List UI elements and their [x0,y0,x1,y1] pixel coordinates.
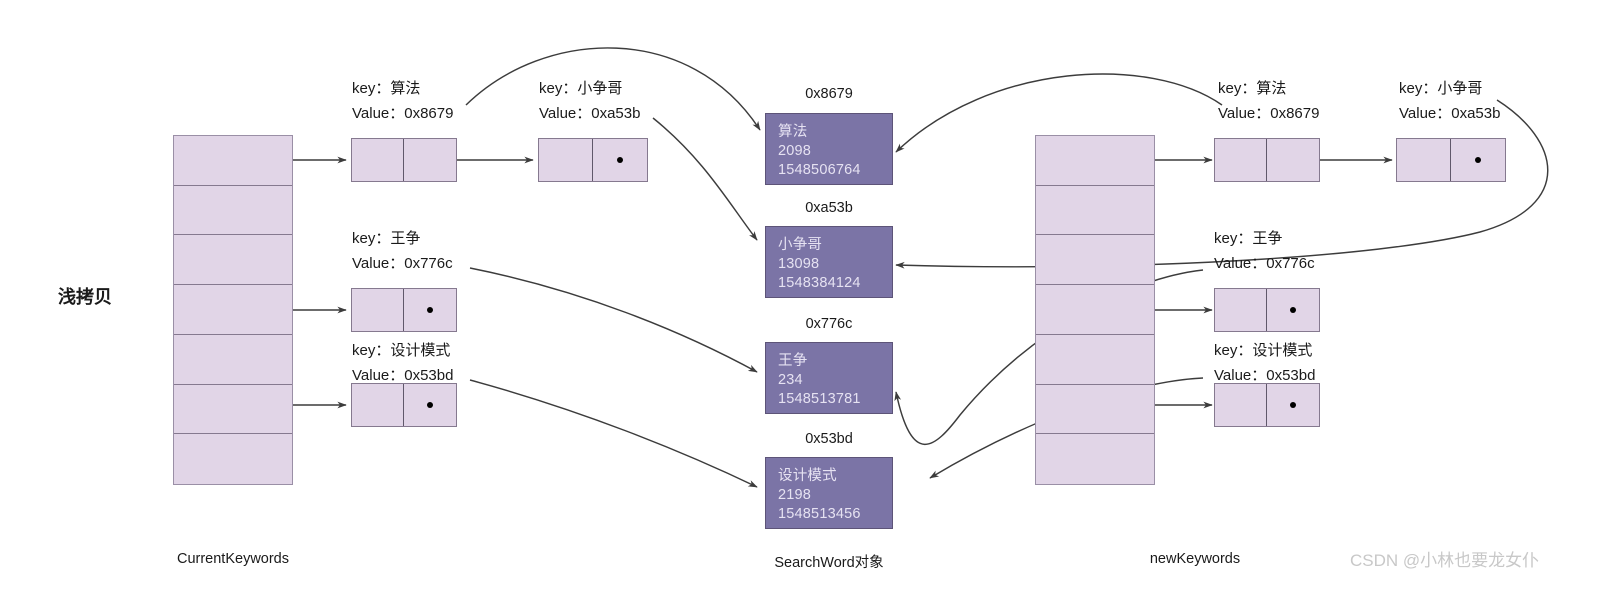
object-address-1: 0xa53b [805,200,853,216]
right-bucket-cell-3[interactable] [1036,285,1154,335]
right-entry-label-xiaozhengge: key：小争哥 Value：0xa53b [1399,76,1500,126]
left-node-suanfa[interactable] [351,138,457,182]
right-node-xiaozhengge[interactable] [1396,138,1506,182]
node-next-cell [404,139,456,181]
object-timestamp: 1548513456 [778,506,861,522]
object-key: 算法 [778,124,808,140]
right-bucket-cell-1[interactable] [1036,185,1154,236]
entry-key-line: key：王争 [352,230,421,247]
left-bucket-cell-6[interactable] [174,434,292,484]
node-next-cell [593,139,647,181]
right-bucket-cell-5[interactable] [1036,384,1154,435]
null-dot-icon [427,307,433,313]
entry-key-line: key：王争 [1214,230,1283,247]
node-next-cell [404,384,456,426]
node-next-cell [1451,139,1505,181]
left-bucket-cell-3[interactable] [174,285,292,335]
left-entry-label-suanfa: key：算法 Value：0x8679 [352,76,453,126]
entry-key-line: key：小争哥 [1399,80,1483,97]
left-bucket-cell-4[interactable] [174,334,292,385]
null-dot-icon [1475,157,1481,163]
node-next-cell [1267,384,1319,426]
left-bucket-cell-5[interactable] [174,384,292,435]
left-entry-label-shejimoshi: key：设计模式 Value：0x53bd [352,338,453,388]
object-count: 13098 [778,256,820,272]
null-dot-icon [1290,402,1296,408]
caption-current-keywords: CurrentKeywords [176,551,289,567]
right-bucket-cell-4[interactable] [1036,334,1154,385]
entry-value-line: Value：0x53bd [1214,367,1316,384]
object-timestamp: 1548384124 [778,275,861,291]
right-bucket-cell-0[interactable] [1036,136,1154,186]
right-bucket-cell-6[interactable] [1036,434,1154,484]
left-node-xiaozhengge[interactable] [538,138,648,182]
left-bucket-cell-0[interactable] [174,136,292,186]
null-dot-icon [1290,307,1296,313]
object-box-suanfa: 算法 2098 1548506764 [765,113,893,185]
node-key-cell [539,139,593,181]
entry-value-line: Value：0xa53b [539,105,641,122]
object-key: 王争 [778,353,808,369]
object-timestamp: 1548513781 [778,391,861,407]
object-key: 小争哥 [778,237,823,253]
left-entry-label-wangzheng: key：王争 Value：0x776c [352,226,453,276]
entry-value-line: Value：0x8679 [1218,105,1320,122]
left-bucket-cell-2[interactable] [174,235,292,286]
csdn-watermark: CSDN @小林也要龙女仆 [1350,551,1540,570]
right-node-shejimoshi[interactable] [1214,383,1320,427]
object-address-3: 0x53bd [805,431,853,447]
entry-value-line: Value：0xa53b [1399,105,1501,122]
entry-key-line: key：设计模式 [352,342,451,359]
left-node-shejimoshi[interactable] [351,383,457,427]
left-entry-label-xiaozhengge: key：小争哥 Value：0xa53b [539,76,640,126]
entry-key-line: key：算法 [352,80,421,97]
right-node-suanfa[interactable] [1214,138,1320,182]
object-timestamp: 1548506764 [778,162,861,178]
object-count: 2098 [778,143,812,159]
object-address-2: 0x776c [805,316,853,332]
node-next-cell [1267,289,1319,331]
node-key-cell [352,289,404,331]
object-box-wangzheng: 王争 234 1548513781 [765,342,893,414]
entry-value-line: Value：0x776c [352,255,453,272]
entry-value-line: Value：0x53bd [352,367,454,384]
entry-key-line: key：小争哥 [539,80,623,97]
left-node-wangzheng[interactable] [351,288,457,332]
node-key-cell [1397,139,1451,181]
caption-new-keywords: newKeywords [1149,551,1241,567]
object-box-xiaozhengge: 小争哥 13098 1548384124 [765,226,893,298]
object-address-0: 0x8679 [805,86,853,102]
entry-value-line: Value：0x776c [1214,255,1315,272]
right-bucket-array [1035,135,1155,485]
node-key-cell [1215,289,1267,331]
right-node-wangzheng[interactable] [1214,288,1320,332]
object-count: 234 [778,372,803,388]
right-entry-label-shejimoshi: key：设计模式 Value：0x53bd [1214,338,1315,388]
entry-value-line: Value：0x8679 [352,105,454,122]
right-entry-label-suanfa: key：算法 Value：0x8679 [1218,76,1319,126]
left-bucket-array [173,135,293,485]
right-bucket-cell-2[interactable] [1036,235,1154,286]
node-key-cell [352,384,404,426]
node-next-cell [404,289,456,331]
caption-searchword-object: SearchWord对象 [774,555,884,571]
right-entry-label-wangzheng: key：王争 Value：0x776c [1214,226,1315,276]
node-key-cell [1215,139,1267,181]
entry-key-line: key：算法 [1218,80,1287,97]
object-key: 设计模式 [778,468,837,484]
null-dot-icon [427,402,433,408]
left-bucket-cell-1[interactable] [174,185,292,236]
object-box-shejimoshi: 设计模式 2198 1548513456 [765,457,893,529]
null-dot-icon [617,157,623,163]
node-key-cell [1215,384,1267,426]
node-next-cell [1267,139,1319,181]
page-title: 浅拷贝 [58,287,112,307]
entry-key-line: key：设计模式 [1214,342,1313,359]
node-key-cell [352,139,404,181]
object-count: 2198 [778,487,812,503]
